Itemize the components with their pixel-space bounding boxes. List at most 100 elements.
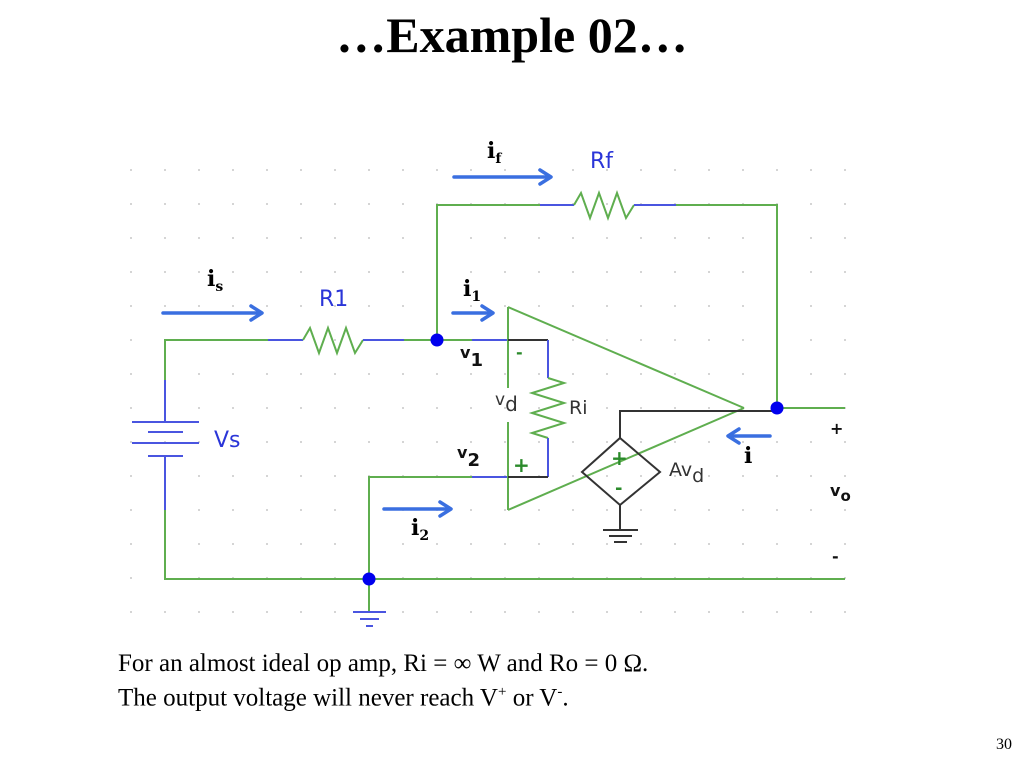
grid-dot xyxy=(504,237,506,239)
caption-sup-minus: - xyxy=(557,684,563,700)
grid-dot xyxy=(402,305,404,307)
grid-dot xyxy=(402,407,404,409)
grid-dot xyxy=(572,237,574,239)
grid-dot xyxy=(470,407,472,409)
grid-dot xyxy=(334,509,336,511)
grid-dot xyxy=(606,407,608,409)
grid-dot xyxy=(742,509,744,511)
grid-dot xyxy=(402,543,404,545)
grid-dot xyxy=(164,203,166,205)
grid-dot xyxy=(334,271,336,273)
grid-dot xyxy=(470,611,472,613)
grid-dot xyxy=(470,169,472,171)
grid-dot xyxy=(674,407,676,409)
grid-dot xyxy=(708,237,710,239)
grid-dot xyxy=(300,237,302,239)
grid-dot xyxy=(810,611,812,613)
grid-dot xyxy=(470,509,472,511)
grid-dot xyxy=(334,339,336,341)
grid-dot xyxy=(368,305,370,307)
grid-dot xyxy=(810,441,812,443)
slide-title: …Example 02… xyxy=(336,7,688,63)
arrow-is xyxy=(161,304,264,322)
grid-dot xyxy=(300,509,302,511)
grid-dot xyxy=(130,339,132,341)
grid-dot xyxy=(436,407,438,409)
grid-dot xyxy=(708,441,710,443)
grid-dot xyxy=(198,305,200,307)
grid-dot xyxy=(742,543,744,545)
page-number: 30 xyxy=(996,736,1012,753)
grid-dot xyxy=(572,509,574,511)
grid-dot xyxy=(504,611,506,613)
grid-dot xyxy=(130,271,132,273)
grid-dot xyxy=(844,339,846,341)
grid-dot xyxy=(334,543,336,545)
grid-dot xyxy=(504,305,506,307)
grid-dot xyxy=(198,407,200,409)
grid-dot xyxy=(402,271,404,273)
grid-dot xyxy=(606,169,608,171)
grid-dot xyxy=(266,611,268,613)
grid-dot xyxy=(436,169,438,171)
grid-dot xyxy=(334,203,336,205)
grid-dot xyxy=(844,305,846,307)
grid-dot xyxy=(368,203,370,205)
label-dep-source: Avd xyxy=(669,459,704,487)
grid-dot xyxy=(300,475,302,477)
grid-dot xyxy=(810,271,812,273)
grid-dot xyxy=(266,237,268,239)
grid-dot xyxy=(334,407,336,409)
dependent-voltage-source: + - xyxy=(580,410,780,543)
grid-dot xyxy=(232,305,234,307)
grid-dot xyxy=(538,509,540,511)
op-amp-triangle xyxy=(507,306,745,511)
label-vo-plus: + xyxy=(830,419,843,438)
grid-dot xyxy=(232,611,234,613)
arrow-if xyxy=(452,168,553,186)
grid-dot xyxy=(232,237,234,239)
grid-dot xyxy=(810,509,812,511)
grid-dot xyxy=(776,611,778,613)
grid-dot xyxy=(266,407,268,409)
grid-dot xyxy=(300,611,302,613)
grid-dot xyxy=(606,509,608,511)
grid-dot xyxy=(436,611,438,613)
grid-dot xyxy=(402,237,404,239)
grid-dot xyxy=(674,339,676,341)
grid-dot xyxy=(674,373,676,375)
grid-dot xyxy=(810,305,812,307)
grid-dot xyxy=(606,373,608,375)
grid-dot xyxy=(334,475,336,477)
label-ri: Ri xyxy=(569,397,587,419)
grid-dot xyxy=(130,475,132,477)
grid-dot xyxy=(538,271,540,273)
grid-dot xyxy=(810,237,812,239)
dep-source-plus: + xyxy=(611,446,628,470)
label-r1: R1 xyxy=(319,287,348,312)
grid-dot xyxy=(334,305,336,307)
grid-dot xyxy=(742,237,744,239)
grid-dot xyxy=(164,237,166,239)
grid-dot xyxy=(844,475,846,477)
grid-dot xyxy=(198,203,200,205)
grid-dot xyxy=(776,475,778,477)
grid-dot xyxy=(572,407,574,409)
grid-dot xyxy=(844,543,846,545)
grid-dot xyxy=(504,271,506,273)
grid-dot xyxy=(198,611,200,613)
grid-dot xyxy=(606,203,608,205)
label-current-is: is xyxy=(207,266,223,295)
grid-dot xyxy=(844,509,846,511)
grid-dot xyxy=(300,407,302,409)
grid-dot xyxy=(300,203,302,205)
grid-dot xyxy=(164,169,166,171)
grid-dot xyxy=(640,271,642,273)
grid-dot xyxy=(198,509,200,511)
grid-dot xyxy=(266,271,268,273)
grid-dot xyxy=(130,203,132,205)
grid-dot xyxy=(266,373,268,375)
grid-dot xyxy=(708,305,710,307)
grid-dot xyxy=(198,475,200,477)
grid-dot xyxy=(776,543,778,545)
